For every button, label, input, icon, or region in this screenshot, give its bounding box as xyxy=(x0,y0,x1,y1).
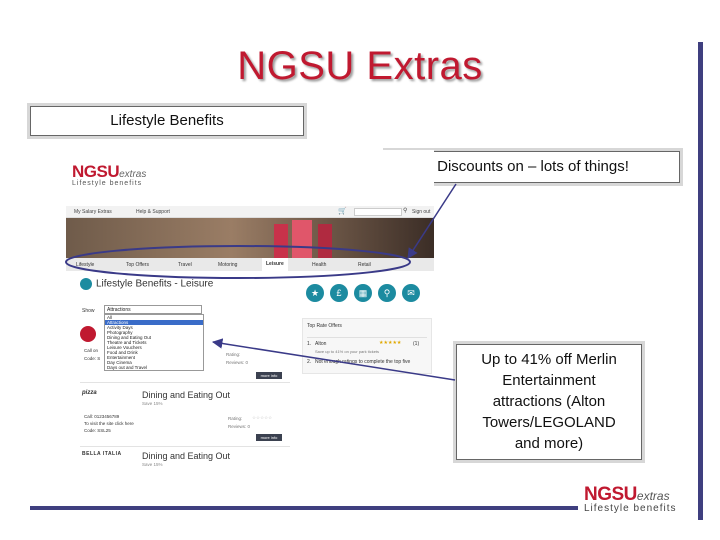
merlin-callout: Up to 41% off Merlin Entertainment attra… xyxy=(456,344,642,460)
tab-leisure[interactable]: Leisure xyxy=(262,258,288,271)
rating-count: (1) xyxy=(413,341,420,347)
listing-code: Code: SSL25 xyxy=(84,428,111,433)
tab-top-offers[interactable]: Top Offers xyxy=(126,262,149,268)
merlin-logo-icon xyxy=(80,326,96,342)
merlin-line: Up to 41% off Merlin xyxy=(481,351,617,368)
nav-sign-out[interactable]: Sign out xyxy=(412,209,431,215)
rating-label: Rating: xyxy=(226,352,241,357)
listing-divider xyxy=(80,446,290,447)
more-info-button[interactable]: more info xyxy=(256,372,282,379)
tab-retail[interactable]: Retail xyxy=(358,262,371,268)
shopping-bag-image xyxy=(292,220,312,258)
logo-subtitle: Lifestyle benefits xyxy=(72,180,143,187)
listing-text: Call on xyxy=(84,348,99,353)
rating-stars: ★★★★★ xyxy=(379,340,402,346)
option-item-selected[interactable]: Attractions xyxy=(105,320,203,325)
option-item[interactable]: Activity Days xyxy=(107,325,133,330)
tab-travel[interactable]: Travel xyxy=(178,262,192,268)
merlin-line: and more) xyxy=(514,435,584,452)
logo-extras: extras xyxy=(119,169,147,180)
website-screenshot: NGSUextras Lifestyle benefits My Salary … xyxy=(66,150,434,470)
ngsu-extras-logo: NGSUextras Lifestyle benefits xyxy=(584,484,677,514)
tab-health[interactable]: Health xyxy=(312,262,327,268)
voucher-icon[interactable]: ▦ xyxy=(354,284,372,302)
slide-title: NGSU Extras xyxy=(237,44,483,88)
option-item[interactable]: All xyxy=(107,315,113,320)
site-logo[interactable]: NGSUextras Lifestyle benefits xyxy=(72,162,146,187)
category-tabs: Lifestyle Top Offers Travel Motoring Lei… xyxy=(66,258,434,271)
option-item[interactable]: Theatre and Tickets xyxy=(107,340,147,345)
page-heading-text: Lifestyle Benefits - Leisure xyxy=(96,278,214,290)
option-item[interactable]: Leisure Vouchers xyxy=(107,345,142,350)
listing-text: Call: 0123456789 xyxy=(84,414,120,419)
listing-title[interactable]: Dining and Eating Out xyxy=(142,451,231,461)
top-rated-name[interactable]: Alton xyxy=(315,341,327,347)
shopping-bag-image xyxy=(274,224,288,258)
category-select[interactable]: Attractions xyxy=(104,305,202,314)
option-item[interactable]: Days out and Travel xyxy=(107,365,148,370)
listing-link[interactable]: To visit the site click here xyxy=(84,421,134,426)
option-item[interactable]: Day Cinema xyxy=(107,360,132,365)
hero-banner xyxy=(66,218,434,258)
top-rated-heading: Top Rate Offers xyxy=(307,323,342,329)
merlin-line: Entertainment xyxy=(502,372,596,389)
show-label: Show xyxy=(82,308,95,314)
option-item[interactable]: Photography xyxy=(107,330,133,335)
logo-ngsu: NGSU xyxy=(584,484,637,505)
top-rated-rank: 1. xyxy=(307,341,312,347)
star-icon[interactable]: ★ xyxy=(306,284,324,302)
listing-discount: Save 15% xyxy=(142,401,163,406)
top-navigation: My Salary Extras Help & Support 🛒 ⚲ Sign… xyxy=(66,206,434,218)
rating-label: Rating: xyxy=(228,416,243,421)
brand-logo: pizza xyxy=(82,390,97,396)
listing-text: Code: S xyxy=(84,356,101,361)
category-options-list: All Attractions Activity Days Photograph… xyxy=(104,314,204,371)
top-rated-rank: 2. xyxy=(307,359,312,365)
site-search-input[interactable] xyxy=(354,208,402,216)
logo-extras: extras xyxy=(636,489,670,503)
rating-stars: ☆☆☆☆☆ xyxy=(252,415,273,420)
merlin-line: attractions (Alton xyxy=(492,393,606,410)
discounts-callout: Discounts on – lots of things! xyxy=(386,151,680,183)
top-rated-desc: Save up to 41% on your park tickets xyxy=(315,349,380,354)
listing-discount: Save 15% xyxy=(142,462,163,467)
top-rated-panel: Top Rate Offers 1. Alton ★★★★★ (1) Save … xyxy=(302,318,432,374)
listing-divider xyxy=(80,382,290,383)
logo-ngsu: NGSU xyxy=(72,162,120,181)
more-info-button[interactable]: more info xyxy=(256,434,282,441)
chat-icon[interactable]: ✉ xyxy=(402,284,420,302)
logo-subtitle: Lifestyle benefits xyxy=(584,503,677,514)
search-icon[interactable]: ⚲ xyxy=(378,284,396,302)
right-accent-bar xyxy=(698,42,703,520)
tab-motoring[interactable]: Motoring xyxy=(218,262,238,268)
bottom-accent-bar xyxy=(30,506,578,510)
merlin-line: Towers/LEGOLAND xyxy=(482,414,616,431)
nav-my-salary-extras[interactable]: My Salary Extras xyxy=(74,209,112,215)
brand-logo: BELLA ITALIA xyxy=(82,451,122,457)
cart-icon[interactable]: 🛒 xyxy=(338,208,347,215)
reviews-count: Reviews: 0 xyxy=(226,360,249,365)
listing-title[interactable]: Dining and Eating Out xyxy=(142,390,231,400)
option-item[interactable]: Food and Drink xyxy=(107,350,138,355)
option-item[interactable]: Dining and Eating Out xyxy=(107,335,152,340)
pound-icon[interactable]: £ xyxy=(330,284,348,302)
people-icon xyxy=(80,278,92,290)
page-heading: Lifestyle Benefits - Leisure xyxy=(80,278,213,290)
shopping-bag-image xyxy=(318,224,332,258)
tab-lifestyle[interactable]: Lifestyle xyxy=(76,262,95,268)
top-rated-note: Not enough ratings to complete the top f… xyxy=(315,359,411,365)
nav-help-support[interactable]: Help & Support xyxy=(136,209,170,215)
lifestyle-benefits-callout: Lifestyle Benefits xyxy=(30,106,304,136)
reviews-count: Reviews: 0 xyxy=(228,424,251,429)
option-item[interactable]: Entertainment xyxy=(107,355,136,360)
search-icon[interactable]: ⚲ xyxy=(403,208,408,214)
